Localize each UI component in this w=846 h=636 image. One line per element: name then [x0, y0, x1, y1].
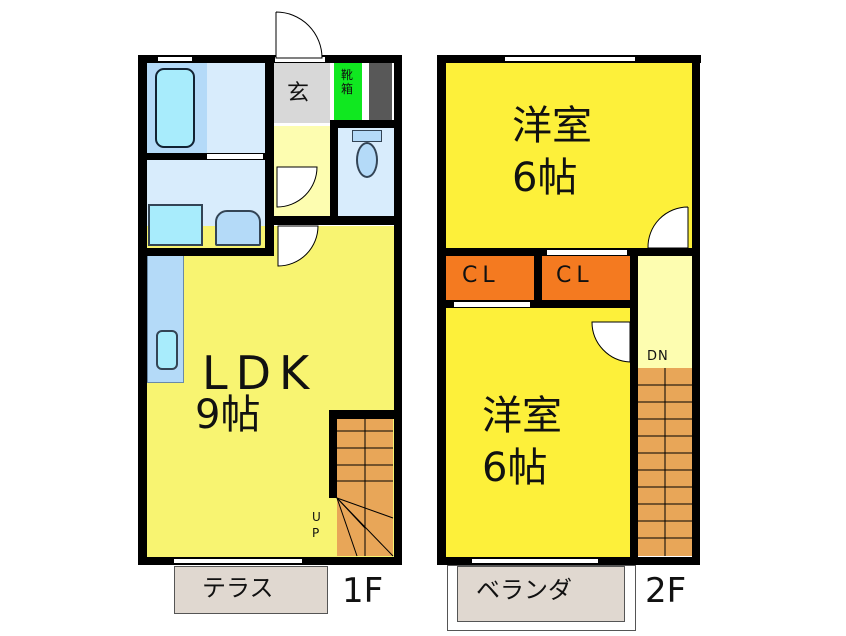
wall: [138, 248, 274, 256]
wall: [329, 410, 399, 419]
terrace-label: テラス: [202, 574, 274, 602]
window: [472, 558, 598, 564]
doorway: [206, 153, 264, 160]
balcony-label: ベランダ: [476, 576, 572, 604]
stair-treads-icon: [638, 368, 692, 556]
entrance-area: [274, 63, 330, 123]
room1-door-swing-icon: [647, 206, 689, 249]
western-room-2-area: [446, 308, 632, 558]
window: [505, 56, 635, 62]
wall: [274, 216, 402, 225]
wall: [138, 153, 273, 160]
entrance-label: 玄: [287, 81, 310, 106]
western-room-1-size: 6帖: [512, 155, 578, 201]
wall: [265, 55, 274, 255]
entry-door-swing-icon: [275, 11, 323, 59]
toilet-bowl-icon: [356, 142, 378, 178]
ldk-size-label: 9帖: [195, 392, 261, 438]
closet-2-label: CL: [556, 263, 594, 288]
shoe-box-label: 靴箱: [341, 68, 354, 97]
closet-door: [453, 301, 531, 308]
window: [174, 558, 302, 564]
closet-1: [446, 256, 534, 300]
wall: [394, 55, 402, 565]
terrace: [174, 566, 328, 614]
closet-1-label: CL: [462, 263, 500, 288]
closet-door: [546, 249, 628, 256]
closet-2: [542, 256, 630, 300]
western-room-2-size: 6帖: [482, 445, 548, 491]
stairs-up-label: UP: [312, 510, 321, 540]
western-room-1-label: 洋室: [512, 103, 592, 149]
balcony: [457, 566, 625, 622]
wall: [692, 55, 700, 565]
storage-dark: [369, 63, 392, 120]
wall: [437, 300, 637, 308]
wall: [138, 55, 147, 565]
sink-icon: [215, 210, 261, 246]
stairs-down-label: DN: [647, 349, 669, 364]
wall: [330, 120, 400, 128]
washroom-area: [207, 63, 265, 153]
shoe-box: [334, 63, 362, 120]
kitchen-sink-icon: [156, 330, 178, 370]
floor-1f-label: 1F: [342, 571, 384, 611]
hallway-2f: [638, 256, 692, 368]
toilet-tank-icon: [352, 130, 382, 142]
room2-door-swing-icon: [591, 321, 631, 363]
stair-treads-icon: [336, 418, 394, 557]
wall: [534, 256, 542, 304]
western-room-2-label: 洋室: [482, 393, 562, 439]
ldk-label: LDK: [202, 346, 318, 400]
bathtub-icon: [155, 68, 195, 148]
western-room-1-area: [446, 63, 692, 248]
washbasin-icon: [148, 204, 203, 246]
ldk-door-swing-icon: [277, 225, 319, 267]
window: [158, 56, 192, 62]
floor-2f-label: 2F: [645, 571, 687, 611]
wall: [630, 248, 638, 565]
wall: [329, 410, 337, 498]
hall-door-swing-icon: [276, 166, 318, 208]
wall: [437, 55, 446, 565]
wall: [330, 120, 338, 224]
